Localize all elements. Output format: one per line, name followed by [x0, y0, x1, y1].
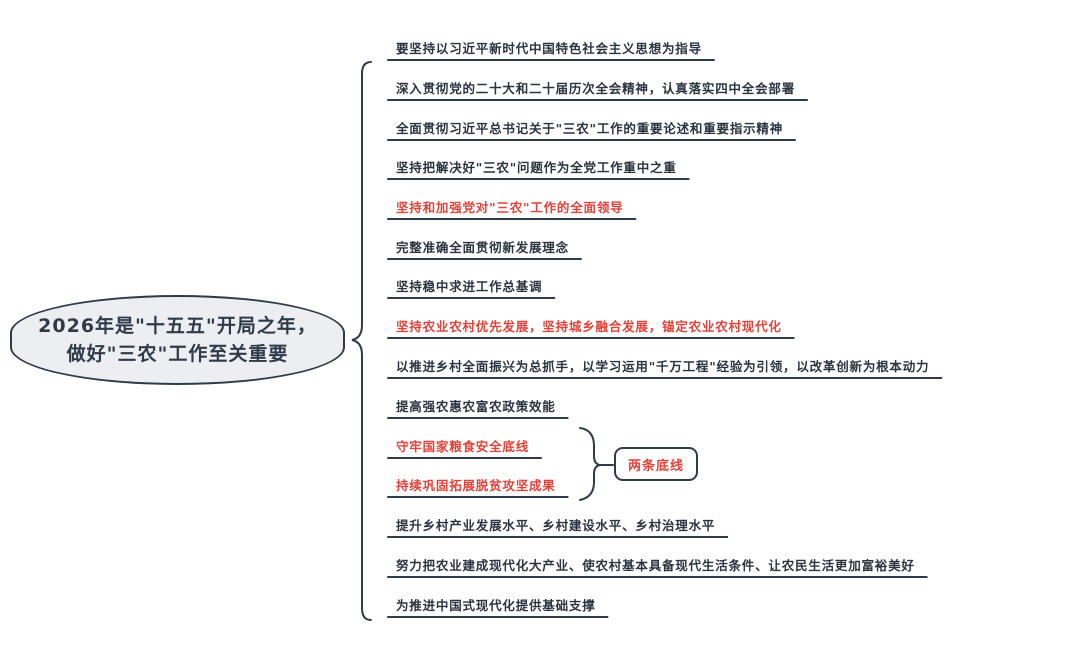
- branch-node[interactable]: 坚持和加强党对"三农"工作的全面领导: [396, 200, 624, 215]
- branch-node[interactable]: 以推进乡村全面振兴为总抓手，以学习运用"千万工程"经验为引领，以改革创新为根本动…: [396, 359, 930, 374]
- branch-node[interactable]: 全面贯彻习近平总书记关于"三农"工作的重要论述和重要指示精神: [396, 121, 784, 136]
- branch-node[interactable]: 努力把农业建成现代化大产业、使农村基本具备现代生活条件、让农民生活更加富裕美好: [396, 558, 915, 573]
- central-topic-line2: 做好"三农"工作至关重要: [66, 343, 289, 365]
- branch-node[interactable]: 守牢国家粮食安全底线: [396, 439, 530, 454]
- branch-node[interactable]: 为推进中国式现代化提供基础支撑: [396, 598, 596, 613]
- main-bracket: [351, 61, 372, 621]
- sub-bracket: [579, 427, 601, 501]
- branch-node[interactable]: 持续巩固拓展脱贫攻坚成果: [396, 478, 556, 493]
- central-topic-line1: 2026年是"十五五"开局之年，: [38, 315, 317, 337]
- central-topic[interactable]: 2026年是"十五五"开局之年， 做好"三农"工作至关重要: [10, 295, 345, 385]
- branch-node[interactable]: 坚持稳中求进工作总基调: [396, 279, 543, 294]
- sub-node-two-bottom-lines[interactable]: 两条底线: [614, 447, 698, 481]
- branch-node[interactable]: 要坚持以习近平新时代中国特色社会主义思想为指导: [396, 41, 702, 56]
- branch-node[interactable]: 深入贯彻党的二十大和二十届历次全会精神，认真落实四中全会部署: [396, 81, 796, 96]
- branch-node[interactable]: 坚持农业农村优先发展，坚持城乡融合发展，锚定农业农村现代化: [396, 319, 782, 334]
- branch-node[interactable]: 坚持把解决好"三农"问题作为全党工作重中之重: [396, 160, 677, 175]
- branch-underlines: [387, 59, 943, 618]
- branch-node[interactable]: 提升乡村产业发展水平、乡村建设水平、乡村治理水平: [396, 518, 716, 533]
- branch-node[interactable]: 提高强农惠农富农政策效能: [396, 399, 556, 414]
- branch-node[interactable]: 完整准确全面贯彻新发展理念: [396, 240, 569, 255]
